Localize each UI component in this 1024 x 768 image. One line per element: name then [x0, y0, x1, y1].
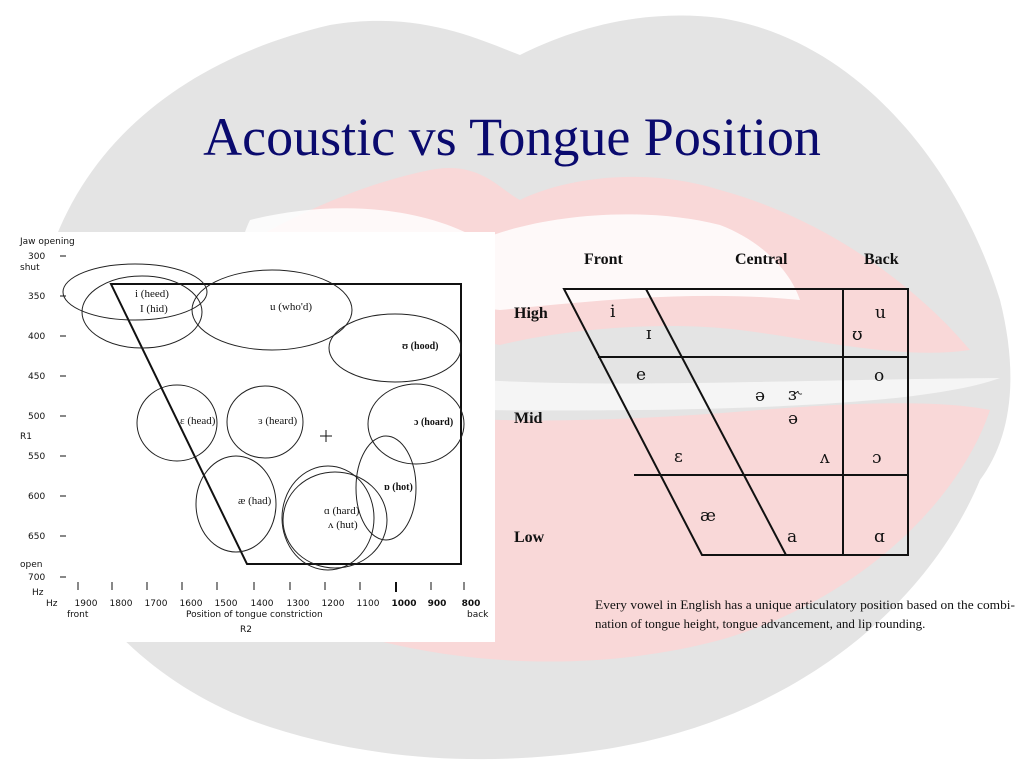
x-tick-1800: 1800 — [110, 599, 133, 609]
sym-e: e — [636, 365, 646, 385]
slide-title: Acoustic vs Tongue Position — [203, 107, 821, 167]
vowel-label-head: ɛ (head) — [180, 415, 216, 427]
ellipse-whod — [191, 269, 353, 351]
column-central: Central — [735, 251, 788, 268]
y-tick-300: 300 — [28, 252, 45, 262]
open-label: open — [20, 560, 42, 570]
ellipse-hot — [355, 435, 417, 541]
sym-schwa2: ə — [788, 409, 798, 429]
sym-alpha: ɑ — [874, 527, 885, 547]
sym-U: ʊ — [852, 325, 863, 345]
y-tick-450: 450 — [28, 372, 45, 382]
sym-schwa: ə — [755, 386, 765, 406]
articulation-grid — [562, 288, 909, 556]
y-tick-600: 600 — [28, 492, 45, 502]
x-tick-900: 900 — [428, 599, 447, 609]
y-tick-500: 500 — [28, 412, 45, 422]
vowel-label-whod: u (who'd) — [270, 301, 312, 313]
x-tick-1000: 1000 — [391, 599, 416, 609]
vowel-label-hid: I (hid) — [140, 303, 168, 315]
formant-chart-bg — [10, 232, 495, 642]
row-low: Low — [514, 529, 545, 546]
vowel-label-had: æ (had) — [238, 495, 272, 507]
ellipse-heed — [62, 263, 208, 321]
vowel-label-hood: ʊ (hood) — [402, 341, 438, 352]
vowel-label-hoard: ɔ (hoard) — [414, 417, 453, 428]
sym-i: i — [610, 302, 616, 322]
jaw-opening-label: Jaw opening — [19, 237, 75, 247]
ellipse-hid — [81, 275, 203, 349]
ellipse-hood — [328, 313, 462, 383]
y-axis-ticks: 300 350 400 450 500 550 600 650 700 — [28, 252, 66, 583]
x-tick-1500: 1500 — [215, 599, 238, 609]
x-tick-1900: 1900 — [75, 599, 98, 609]
sym-er: ɝ — [788, 385, 803, 405]
sym-o: o — [874, 366, 884, 386]
x-tick-1400: 1400 — [251, 599, 274, 609]
r2-label: R2 — [240, 625, 252, 635]
vowel-label-hard: ɑ (hard) — [324, 505, 360, 517]
column-back: Back — [864, 251, 899, 268]
center-plus-marker — [320, 430, 332, 442]
ellipse-hoard — [367, 383, 465, 465]
vowel-label-heed: i (heed) — [135, 288, 169, 300]
sym-openo: ɔ — [872, 448, 882, 468]
x-tick-1700: 1700 — [145, 599, 168, 609]
row-high: High — [514, 305, 548, 322]
x-tick-1600: 1600 — [180, 599, 203, 609]
vowel-label-hut: ʌ (hut) — [328, 519, 358, 531]
constriction-label: Position of tongue constriction — [186, 610, 323, 620]
sym-eps: ɛ — [674, 447, 683, 467]
y-tick-550: 550 — [28, 452, 45, 462]
vowel-trapezoid — [109, 283, 462, 565]
ellipse-heard — [226, 385, 304, 459]
ellipse-head — [136, 384, 218, 462]
back-label: back — [467, 610, 489, 620]
vowel-label-hot: ɒ (hot) — [384, 482, 413, 493]
shut-label: shut — [20, 263, 40, 273]
sym-I: ɪ — [646, 324, 652, 344]
row-mid: Mid — [514, 410, 543, 427]
x-tick-1300: 1300 — [287, 599, 310, 609]
ellipse-had — [195, 455, 277, 553]
vowel-ellipses — [62, 263, 465, 571]
y-tick-400: 400 — [28, 332, 45, 342]
sym-ae: æ — [700, 506, 716, 526]
caption-line-1: Every vowel in English has a unique arti… — [595, 597, 1015, 612]
x-tick-1100: 1100 — [357, 599, 380, 609]
y-tick-350: 350 — [28, 292, 45, 302]
sym-u: u — [875, 303, 886, 323]
y-tick-700: 700 — [28, 573, 45, 583]
column-front: Front — [584, 251, 623, 268]
x-axis-ticks: 1900 1800 1700 1600 1500 1400 1300 1200 … — [75, 582, 481, 609]
r1-label: R1 — [20, 432, 32, 442]
hz-label-x: Hz — [46, 599, 58, 609]
formant-chart: Jaw opening shut R1 open Hz Hz front Pos… — [10, 232, 495, 642]
hz-label-y: Hz — [32, 588, 44, 598]
articulation-chart: Front Central Back High Mid Low i ɪ u ʊ … — [514, 251, 1015, 631]
vowel-label-heard: ɜ (heard) — [258, 415, 297, 427]
sym-a: a — [787, 527, 797, 547]
front-label: front — [67, 610, 89, 620]
ellipse-hard — [281, 465, 375, 571]
caption-line-2: nation of tongue height, tongue advancem… — [595, 616, 925, 631]
ellipse-hut — [282, 471, 388, 569]
x-tick-800: 800 — [462, 599, 481, 609]
sym-wedge: ʌ — [819, 448, 830, 468]
y-tick-650: 650 — [28, 532, 45, 542]
x-tick-1200: 1200 — [322, 599, 345, 609]
